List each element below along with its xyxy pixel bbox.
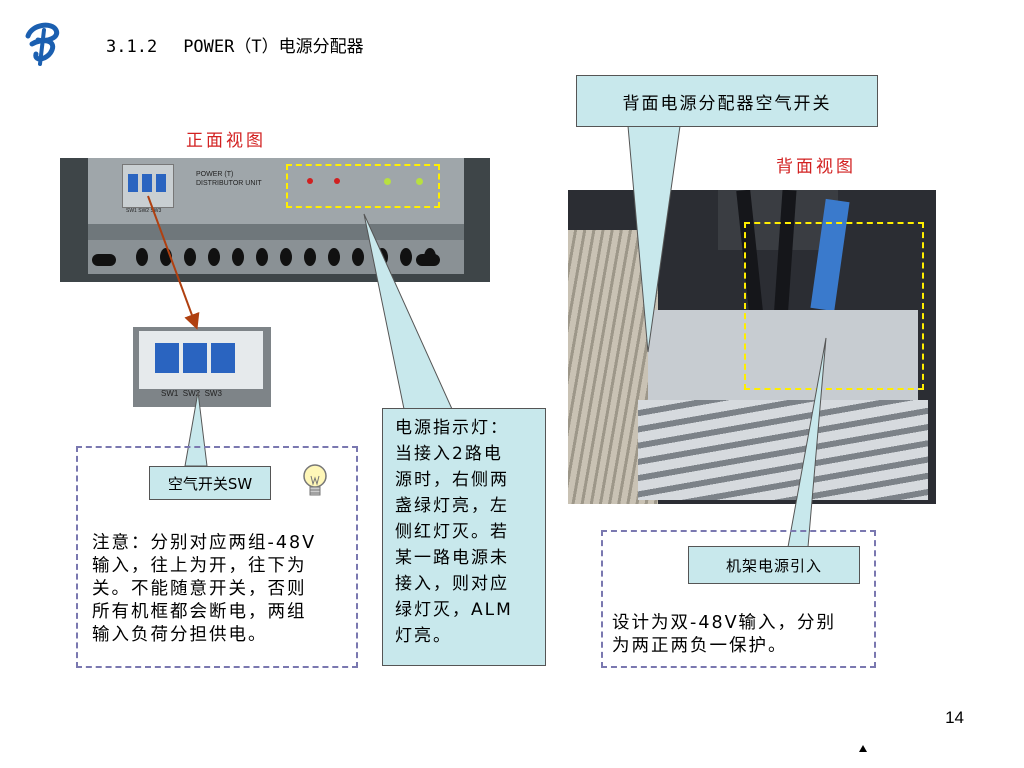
breaker-highlight-box	[744, 222, 924, 390]
lightbulb-icon	[300, 462, 330, 502]
next-slide-triangle-icon[interactable]	[858, 738, 868, 752]
page-number: 14	[945, 708, 964, 727]
panel-text: POWER (T) DISTRIBUTOR UNIT	[196, 171, 262, 187]
section-title: POWER（T）电源分配器	[183, 37, 364, 57]
green-led-1	[384, 178, 391, 185]
switch-sw-callout: 空气开关SW	[149, 466, 271, 500]
indicator-highlight-box	[286, 164, 440, 208]
front-panel-photo: POWER (T) DISTRIBUTOR UNIT SW1 SW2 SW3	[60, 158, 490, 282]
section-number: 3.1.2	[106, 37, 158, 57]
back-panel-photo	[568, 190, 936, 504]
switch-closeup-photo: SW1 SW2 SW3	[133, 327, 271, 407]
right-note-text: 设计为双-48V输入，分别 为两正两负一保护。	[612, 613, 837, 656]
alm-led-1	[307, 178, 313, 184]
indicator-callout: 电源指示灯： 当接入2路电 源时，右侧两 盏绿灯亮，左 侧红灯灭。若 某一路电源…	[382, 408, 546, 666]
rack-power-callout: 机架电源引入	[688, 546, 860, 584]
back-breaker-callout: 背面电源分配器空气开关	[576, 75, 878, 127]
page-title: 3.1.2 POWER（T）电源分配器	[106, 32, 364, 57]
left-note-box	[76, 446, 358, 668]
switch-labels: SW1 SW2 SW3	[161, 389, 222, 398]
right-note-box	[601, 530, 876, 668]
back-view-label: 背面视图	[776, 157, 856, 177]
left-note-text: 注意：分别对应两组-48V 输入，往上为开，往下为 关。不能随意开关，否则 所有…	[92, 533, 317, 645]
china-telecom-logo-icon	[22, 20, 62, 66]
front-view-label: 正面视图	[186, 131, 266, 151]
green-led-2	[416, 178, 423, 185]
alm-led-2	[334, 178, 340, 184]
